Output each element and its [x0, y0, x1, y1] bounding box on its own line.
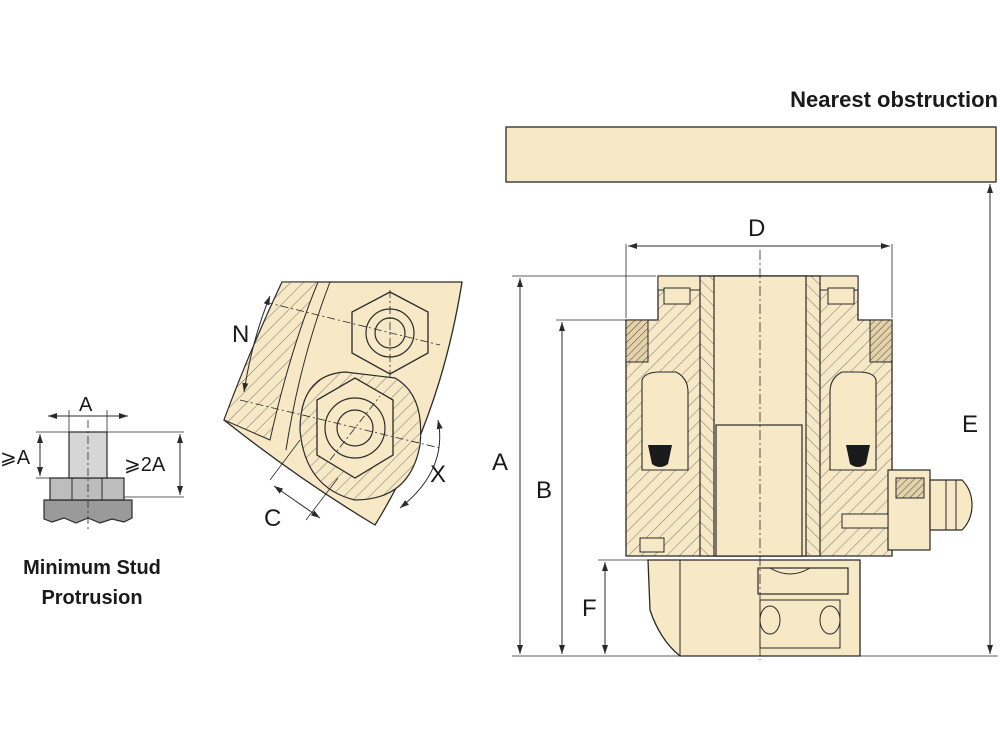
stud-protrusion-detail: A ⩾A ⩾2A Minimum Stud Protrusion [0, 394, 184, 609]
dim-label-a-tool: A [492, 449, 508, 476]
hex-nut [757, 567, 849, 595]
dim-label-b: B [536, 477, 552, 504]
stud-in-bore [715, 424, 803, 557]
obstruction-bar [505, 126, 997, 183]
dim-label-f: F [582, 595, 597, 622]
dim-label-x: X [430, 461, 446, 488]
dim-label-ge-2a: ⩾2A [124, 454, 166, 476]
dim-label-n: N [232, 321, 249, 348]
caption-line-2: Protrusion [41, 587, 142, 609]
flange-segment-detail: N C X [223, 281, 463, 532]
hydraulic-coupler [841, 469, 973, 551]
seal-left [648, 445, 672, 467]
stud-nut [49, 477, 125, 501]
tensioner-detail: Nearest obstruction [492, 87, 998, 660]
dim-label-c: C [264, 505, 281, 532]
dim-label-a: A [79, 394, 93, 416]
nearest-obstruction-label: Nearest obstruction [790, 87, 998, 112]
dim-label-e: E [962, 411, 978, 438]
dim-label-d: D [748, 215, 765, 242]
caption-line-1: Minimum Stud [23, 557, 161, 579]
seal-right [846, 445, 870, 467]
dim-label-ge-a: ⩾A [0, 447, 31, 469]
